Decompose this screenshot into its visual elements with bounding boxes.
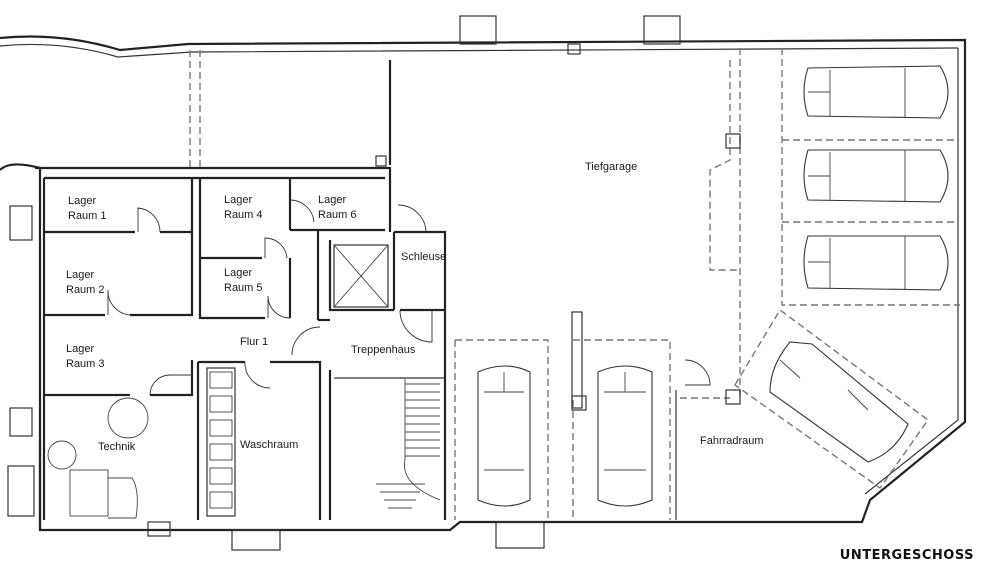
outer-wall: [0, 35, 967, 532]
room-technik-label: Technik: [98, 441, 136, 453]
room-waschraum-label: Waschraum: [240, 439, 299, 451]
car-icon: [803, 235, 949, 291]
car-icon: [803, 149, 949, 203]
room-lager-3-label: Lager Raum 3: [66, 343, 105, 370]
room-lager-5-label: Lager Raum 5: [224, 267, 263, 294]
room-schleuse-label: Schleuse: [401, 251, 447, 263]
car-icon: [597, 365, 653, 507]
car-icon: [803, 65, 949, 119]
room-tiefgarage-label: Tiefgarage: [585, 161, 638, 173]
room-fahrradraum-label: Fahrradraum: [700, 435, 764, 447]
room-lager-2-label: Lager Raum 2: [66, 269, 105, 296]
room-lager-6-label: Lager Raum 6: [318, 194, 357, 221]
room-lager-4-label: Lager Raum 4: [224, 194, 263, 221]
room-lager-1-label: Lager Raum 1: [68, 195, 107, 222]
room-flur-label: Flur 1: [240, 336, 269, 348]
plan-title: UNTERGESCHOSS: [839, 548, 974, 563]
car-icon: [477, 365, 531, 507]
car-icon: [769, 341, 909, 463]
room-treppenhaus-label: Treppenhaus: [351, 344, 416, 356]
